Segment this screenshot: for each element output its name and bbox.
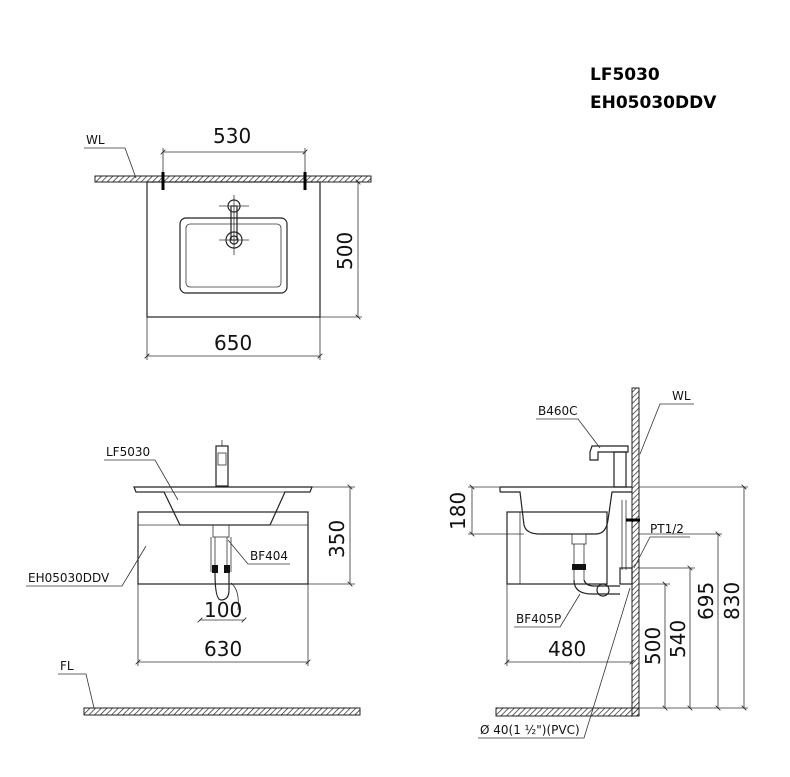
basin-bowl-top — [179, 217, 288, 294]
faucet-front-icon — [215, 445, 229, 487]
pt12-label: PT1/2 — [650, 522, 684, 536]
dim-100: 100 — [204, 598, 242, 622]
faucet-side-icon — [589, 445, 629, 461]
wall-top — [94, 175, 372, 183]
side-view: B460C WL PT1/2 BF405P Ø 40(1 ½")(PVC) 18… — [446, 387, 748, 739]
cabinet-front — [137, 511, 309, 585]
bf404-label: BF404 — [250, 549, 288, 563]
dim-500-top: 500 — [333, 232, 357, 270]
floor-front — [83, 707, 361, 716]
wl-label-top: WL — [86, 133, 105, 147]
floor-side — [495, 707, 640, 717]
model-title-2: EH05030DDV — [590, 93, 717, 113]
fl-label: FL — [60, 659, 74, 673]
dim-695: 695 — [694, 582, 718, 620]
top-view: WL 530 500 650 — [84, 124, 372, 360]
dim-650: 650 — [214, 331, 252, 355]
model-title-1: LF5030 — [590, 65, 660, 85]
lf5030-label-front: LF5030 — [106, 445, 150, 459]
front-view: LF5030 EH05030DDV BF404 350 100 630 FL — [26, 440, 361, 716]
dim-830: 830 — [720, 582, 744, 620]
dim-540: 540 — [666, 620, 690, 658]
dim-480: 480 — [548, 637, 586, 661]
pvc-label: Ø 40(1 ½")(PVC) — [480, 723, 580, 737]
wall-side — [631, 387, 640, 717]
eh05030ddv-label: EH05030DDV — [28, 571, 110, 585]
dim-530: 530 — [213, 124, 251, 148]
b460c-label: B460C — [538, 404, 578, 418]
dim-350: 350 — [325, 520, 349, 558]
wl-label-side: WL — [672, 389, 691, 403]
dim-180: 180 — [446, 492, 470, 530]
dim-500-side: 500 — [641, 627, 665, 665]
bf405p-label: BF405P — [516, 612, 561, 626]
dim-630: 630 — [204, 637, 242, 661]
basin-outline-top — [146, 181, 321, 318]
